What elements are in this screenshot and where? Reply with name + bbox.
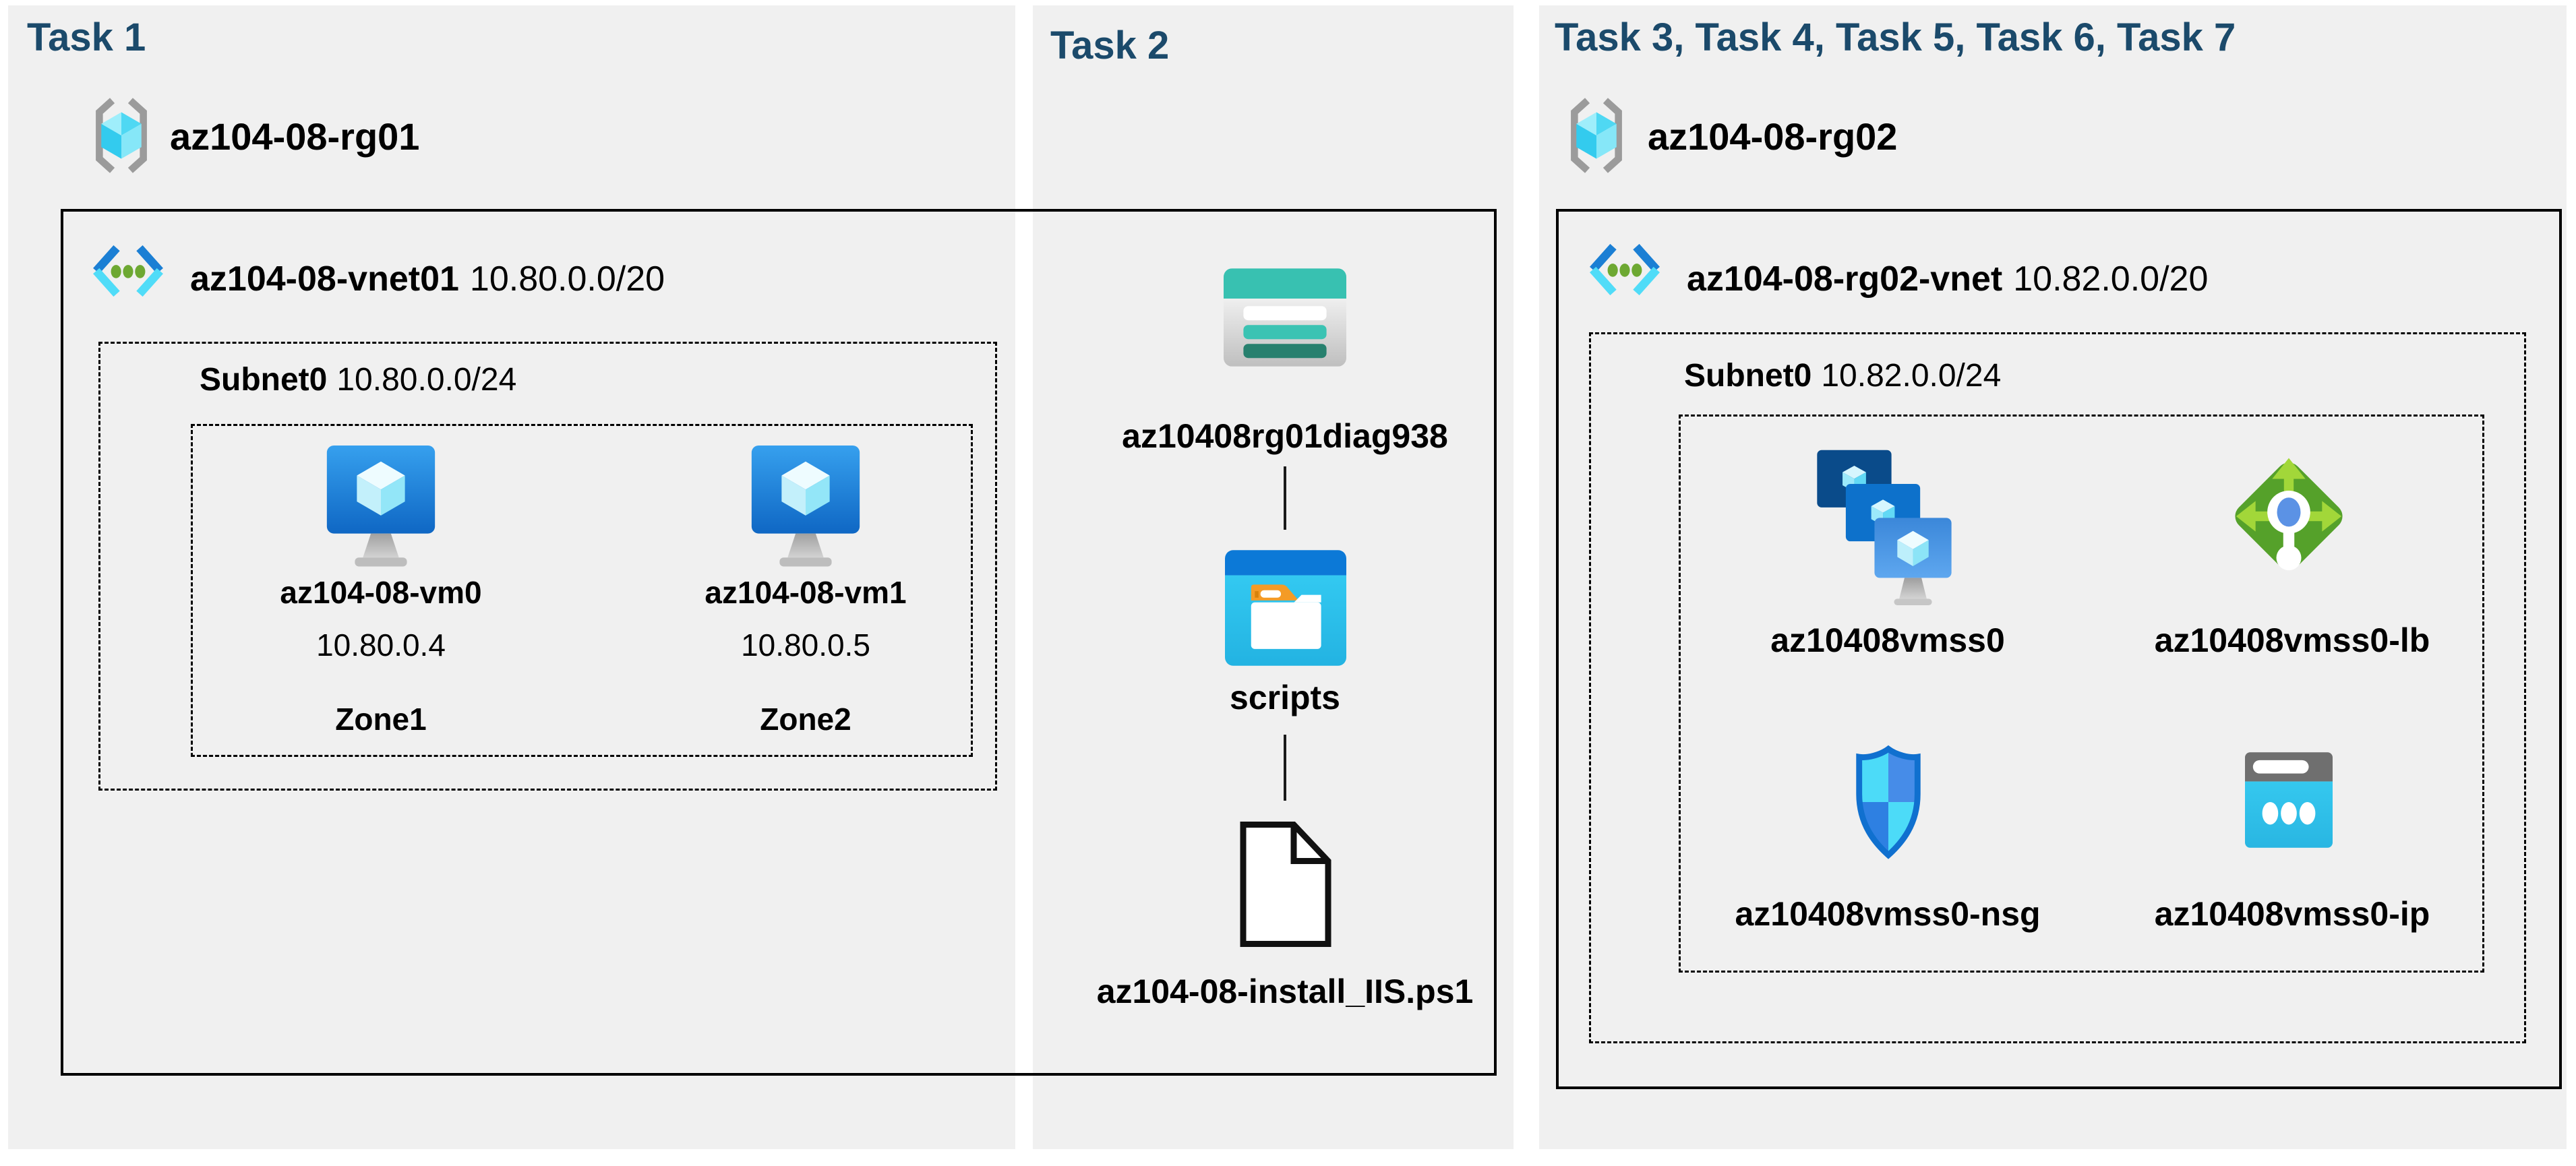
vnet1-box — [61, 209, 1497, 1076]
subnet1-box — [98, 342, 997, 791]
nsg-icon — [1847, 741, 1929, 863]
container-name: scripts — [1230, 679, 1340, 716]
vm0-zone: Zone1 — [335, 702, 427, 737]
nsg-name: az10408vmss0-nsg — [1735, 895, 2041, 933]
vm0-name: az104-08-vm0 — [280, 575, 482, 610]
subnet2-cidr: 10.82.0.0/24 — [1821, 358, 2002, 394]
blob-container-icon — [1225, 550, 1346, 666]
vmss-resources-box — [1679, 415, 2484, 973]
vnet2-box — [1556, 209, 2562, 1089]
vm0-ip: 10.80.0.4 — [316, 627, 446, 663]
resource-group2-name: az104-08-rg02 — [1648, 115, 1898, 158]
file-icon — [1235, 820, 1336, 949]
virtual-network-icon — [1586, 241, 1664, 298]
virtual-machine-icon — [317, 441, 445, 570]
vnet1-name: az104-08-vnet01 — [190, 259, 459, 299]
virtual-network-icon — [89, 243, 167, 299]
vm1-ip: 10.80.0.5 — [741, 627, 870, 663]
storage-account-name: az10408rg01diag938 — [1122, 417, 1448, 455]
script-file-name: az104-08-install_IIS.ps1 — [1096, 973, 1474, 1010]
subnet2-name: Subnet0 — [1684, 358, 1812, 394]
load-balancer-icon — [2226, 441, 2352, 591]
public-ip-icon — [2245, 752, 2333, 848]
vm1-zone: Zone2 — [760, 702, 851, 737]
subnet1-name: Subnet0 — [200, 362, 328, 398]
resource-group-name: az104-08-rg01 — [170, 115, 420, 158]
virtual-machine-icon — [742, 441, 870, 570]
task2-header: Task 2 — [1050, 24, 1170, 67]
connector-storage-container — [1284, 466, 1286, 530]
subnet2-box — [1589, 332, 2526, 1043]
vmss-name: az10408vmss0 — [1770, 621, 2005, 659]
vm-scale-set-icon — [1814, 445, 1954, 605]
zones-box — [191, 424, 973, 757]
vnet2-cidr: 10.82.0.0/20 — [2013, 259, 2209, 299]
subnet1-cidr: 10.80.0.0/24 — [336, 362, 517, 398]
load-balancer-name: az10408vmss0-lb — [2154, 621, 2430, 659]
task1-header: Task 1 — [27, 16, 146, 59]
storage-account-icon — [1224, 268, 1346, 367]
resource-group-icon — [89, 96, 154, 175]
resource-group-icon — [1564, 96, 1629, 175]
vnet2-name: az104-08-rg02-vnet — [1687, 259, 2003, 299]
vnet1-cidr: 10.80.0.0/20 — [469, 259, 665, 299]
public-ip-name: az10408vmss0-ip — [2154, 895, 2430, 933]
task3-header: Task 3, Task 4, Task 5, Task 6, Task 7 — [1555, 16, 2236, 59]
vm1-name: az104-08-vm1 — [705, 575, 907, 610]
task1-panel — [8, 5, 1015, 1149]
connector-container-file — [1284, 735, 1286, 801]
task3-panel — [1539, 5, 2567, 1149]
